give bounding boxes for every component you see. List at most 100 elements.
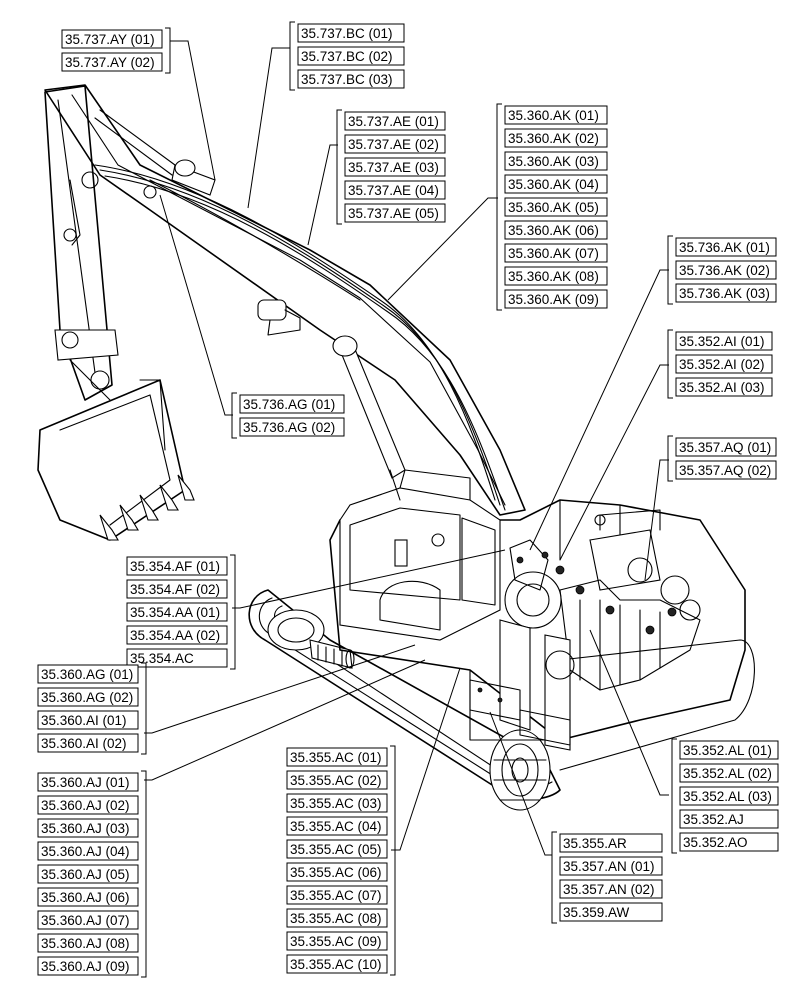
callout-box (37, 864, 139, 884)
callout-label: 35.354.AC (130, 651, 194, 666)
callout-bracket (551, 831, 557, 924)
callout-label: 35.360.AK (03) (508, 154, 599, 169)
callout-bracket (336, 109, 342, 225)
callout-bracket (667, 329, 673, 399)
callout-group-37-737-ae: 35.737.AE (01)35.737.AE (02)35.737.AE (0… (336, 109, 446, 225)
callout-label: 35.736.AG (01) (243, 397, 335, 412)
leader-736-ak (529, 269, 669, 551)
callout-bracket (141, 662, 147, 755)
leader-737-ay (170, 40, 216, 181)
callout-box (344, 157, 446, 177)
callout-bracket (671, 738, 677, 854)
callout-label: 35.352.AL (03) (683, 789, 772, 804)
callout-labels: 35.737.AY (01)35.737.AY (02)35.737.BC (0… (37, 21, 779, 978)
callout-bracket (230, 554, 236, 670)
callout-label: 35.736.AG (02) (243, 420, 335, 435)
callout-label: 35.360.AJ (02) (41, 798, 130, 813)
callout-box (504, 243, 608, 263)
callout-box (126, 625, 228, 645)
arm (44, 85, 119, 401)
callout-label: 35.360.AI (01) (41, 713, 127, 728)
callout-group-35-357-aq: 35.357.AQ (01)35.357.AQ (02) (667, 435, 777, 482)
callout-label: 35.359.AW (563, 905, 630, 920)
callout-bracket (165, 27, 171, 74)
callout-box (37, 687, 139, 707)
callout-box (679, 740, 779, 760)
callout-box (504, 151, 608, 171)
callout-label: 35.737.AY (02) (65, 55, 155, 70)
callout-label: 35.360.AG (01) (41, 667, 133, 682)
boom-cylinder (332, 335, 406, 501)
callout-label: 35.736.AK (03) (679, 286, 770, 301)
callout-label: 35.737.AE (02) (348, 137, 439, 152)
callout-label: 35.357.AN (01) (563, 859, 655, 874)
callout-box (286, 885, 388, 905)
leader-360-ag-ai (144, 644, 416, 734)
callout-box (37, 795, 139, 815)
callout-box (286, 770, 388, 790)
leader-357-aq (644, 459, 669, 581)
callout-box (286, 954, 388, 974)
callout-box (61, 29, 163, 49)
operator-cab (339, 469, 501, 641)
callout-box (286, 816, 388, 836)
callout-label: 35.737.AE (01) (348, 114, 439, 129)
callout-box (297, 23, 405, 43)
callout-label: 35.355.AC (01) (290, 750, 382, 765)
callout-label: 35.360.AJ (03) (41, 821, 130, 836)
callout-box (679, 763, 779, 783)
callout-box (504, 174, 608, 194)
callout-label: 35.355.AC (03) (290, 796, 382, 811)
leader-352-al (589, 629, 669, 796)
callout-box (504, 266, 608, 286)
callout-label: 35.737.BC (01) (301, 26, 393, 41)
callout-label: 35.737.BC (03) (301, 72, 393, 87)
callout-box (675, 377, 773, 397)
callout-box (559, 879, 663, 899)
callout-group-35-736-ak: 35.736.AK (01) 35.736.AK (02) 35.736.AK (0… (667, 235, 777, 305)
callout-box (286, 793, 388, 813)
leader-352-ai (559, 364, 669, 561)
callout-box (286, 908, 388, 928)
callout-box (37, 710, 139, 730)
callout-box (37, 933, 139, 953)
callout-bracket (496, 103, 502, 311)
callout-label: 35.360.AI (02) (41, 736, 127, 751)
excavator-illustration (37, 84, 755, 811)
callout-group-35-360-ak: 35.360.AK (01)35.360.AK (02)35.360.AK (0… (496, 103, 608, 311)
callout-label: 35.736.AK (02) (679, 263, 770, 278)
leader-737-bc (247, 47, 290, 209)
callout-label: 35.352.AI (01) (679, 334, 765, 349)
track-tensioner (309, 639, 355, 669)
callout-box (504, 197, 608, 217)
callout-group-35-360-ag-ai: 35.360.AG (01)35.360.AG (02)35.360.AI (0… (37, 662, 147, 755)
callout-label: 35.355.AC (08) (290, 911, 382, 926)
callout-bracket (231, 392, 237, 439)
callout-label: 35.360.AK (06) (508, 223, 599, 238)
callout-label: 35.352.AI (03) (679, 380, 765, 395)
engine-compartment (555, 509, 701, 691)
callout-box (675, 354, 773, 374)
callout-label: 35.360.AJ (07) (41, 913, 130, 928)
leader-737-ae (307, 144, 338, 246)
callout-label: 35.360.AK (07) (508, 246, 599, 261)
callout-label: 35.355.AR (563, 836, 627, 851)
swing-valve-block (504, 539, 562, 629)
callout-box (297, 69, 405, 89)
callout-box (126, 602, 228, 622)
callout-box (679, 832, 779, 852)
leader-360-ak (387, 197, 498, 301)
callout-group-35-736-ag: 35.736.AG (01) 35.736.AG (02) (231, 392, 345, 439)
callout-box (37, 910, 139, 930)
callout-box (675, 237, 777, 257)
callout-box (679, 786, 779, 806)
callout-label: 35.736.AK (01) (679, 240, 770, 255)
callout-box (37, 887, 139, 907)
callout-box (675, 460, 777, 480)
callout-box (559, 856, 663, 876)
callout-label: 35.355.AC (02) (290, 773, 382, 788)
callout-box (675, 283, 777, 303)
callout-label: 35.357.AQ (02) (679, 463, 771, 478)
callout-box (504, 289, 608, 309)
